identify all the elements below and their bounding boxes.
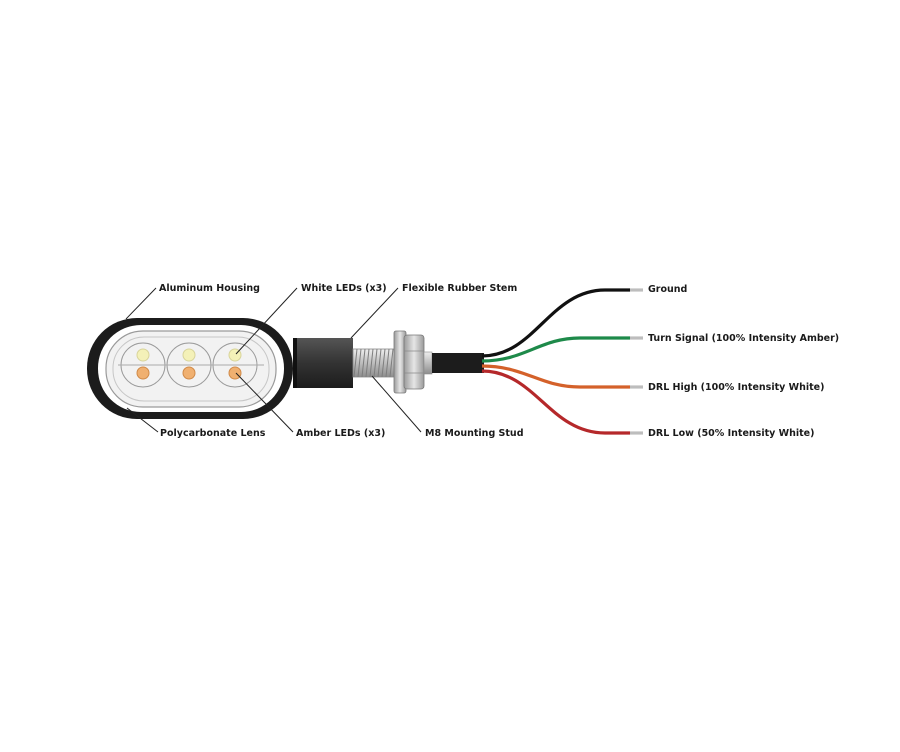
leader-amber-leds [235,372,294,433]
amber-led-3 [228,366,242,380]
wire-turn-signal [481,336,643,363]
wire-drl-low [481,369,643,435]
amber-led-1 [136,366,150,380]
label-wire-turn-signal: Turn Signal (100% Intensity Amber) [648,333,839,344]
label-flexible-stem: Flexible Rubber Stem [402,283,517,294]
leader-white-leds [235,287,298,355]
m8-mounting-stud [352,330,433,394]
white-led-1 [136,348,150,362]
wire-drl-high [481,364,643,389]
label-amber-leds: Amber LEDs (x3) [296,428,385,439]
label-aluminum-housing: Aluminum Housing [159,283,260,294]
white-led-2 [182,348,196,362]
label-wire-ground: Ground [648,284,687,295]
label-wire-drl-high: DRL High (100% Intensity White) [648,382,824,393]
label-polycarbonate-lens: Polycarbonate Lens [160,428,266,439]
wire-ground [481,288,643,358]
leader-aluminum-housing [125,287,157,320]
white-leds [136,348,242,362]
leader-mounting-stud [371,375,422,433]
leader-flexible-stem [350,287,399,339]
amber-led-2 [182,366,196,380]
label-white-leds: White LEDs (x3) [301,283,387,294]
leader-polycarbonate-lens [126,407,159,433]
label-mounting-stud: M8 Mounting Stud [425,428,524,439]
label-wire-drl-low: DRL Low (50% Intensity White) [648,428,814,439]
amber-leds [136,366,242,380]
flexible-rubber-stem [293,338,353,388]
cable-sheath [432,353,484,373]
